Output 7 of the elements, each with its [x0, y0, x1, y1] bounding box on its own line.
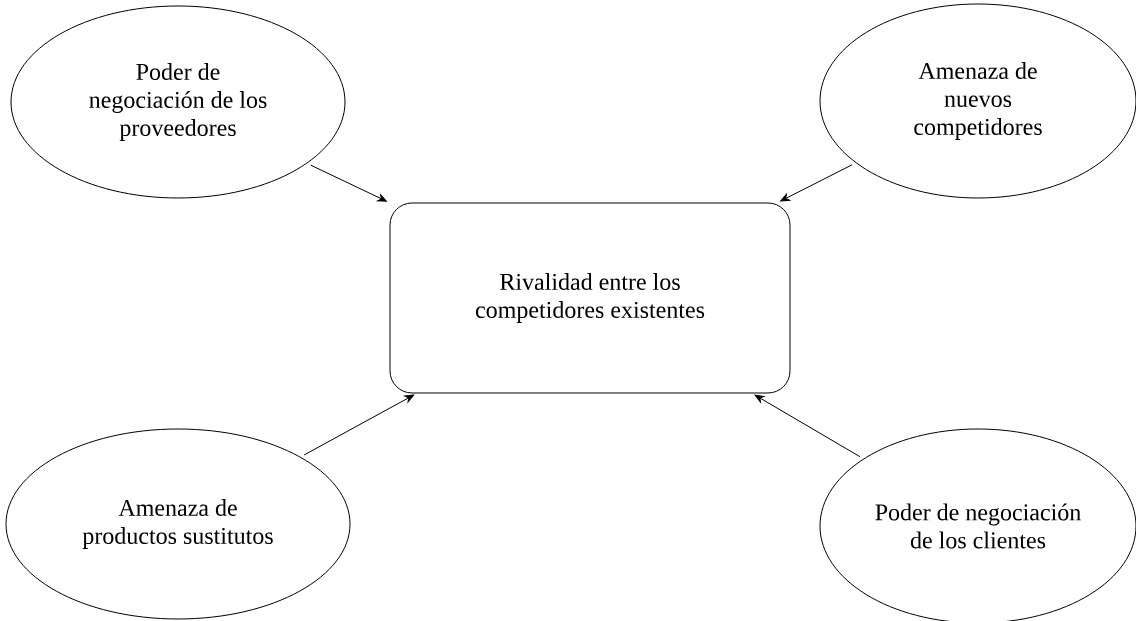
arrow [303, 394, 415, 456]
arrow [780, 164, 853, 202]
ellipse-node: Amenaza de productos sustitutos [5, 428, 351, 620]
ellipse-node: Poder de negociación de los proveedores [10, 5, 346, 199]
rounded-box: Rivalidad entre los competidores existentes [389, 202, 791, 394]
arrow [310, 164, 387, 202]
arrow [754, 394, 861, 458]
